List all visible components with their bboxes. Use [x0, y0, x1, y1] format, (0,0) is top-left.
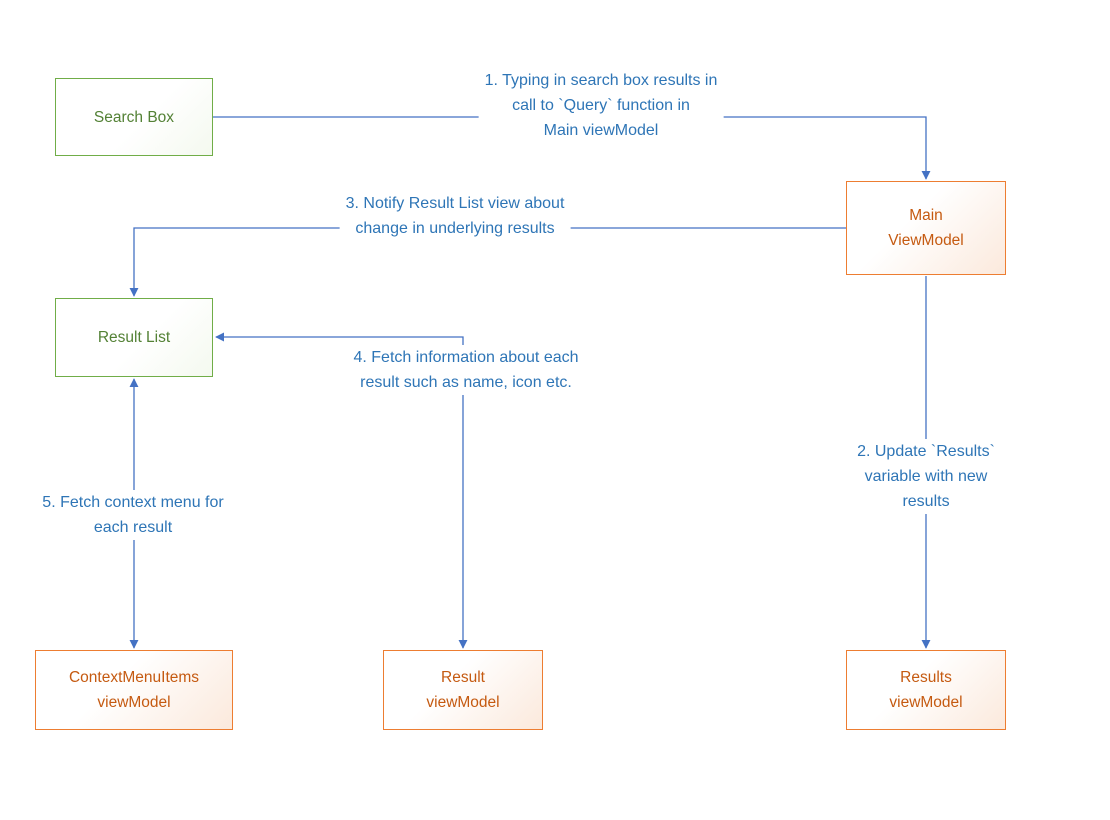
node-contextmenuitems-viewmodel: ContextMenuItems viewModel [35, 650, 233, 730]
node-result-viewmodel: Result viewModel [383, 650, 543, 730]
arrow-step4 [215, 332, 468, 649]
node-result-list: Result List [55, 298, 213, 377]
edge-label-step2: 2. Update `Results` variable with new re… [834, 439, 1018, 514]
node-results-viewmodel: Results viewModel [846, 650, 1006, 730]
edge-label-step1: 1. Typing in search box results in call … [478, 68, 724, 143]
node-main-viewmodel: Main ViewModel [846, 181, 1006, 275]
edge-label-step4: 4. Fetch information about each result s… [347, 345, 585, 395]
arrow-step1 [213, 116, 931, 180]
edge-label-step3: 3. Notify Result List view about change … [339, 191, 571, 241]
edge-label-step5: 5. Fetch context menu for each result [36, 490, 230, 540]
arrow-step3 [129, 227, 846, 297]
node-search-box: Search Box [55, 78, 213, 156]
